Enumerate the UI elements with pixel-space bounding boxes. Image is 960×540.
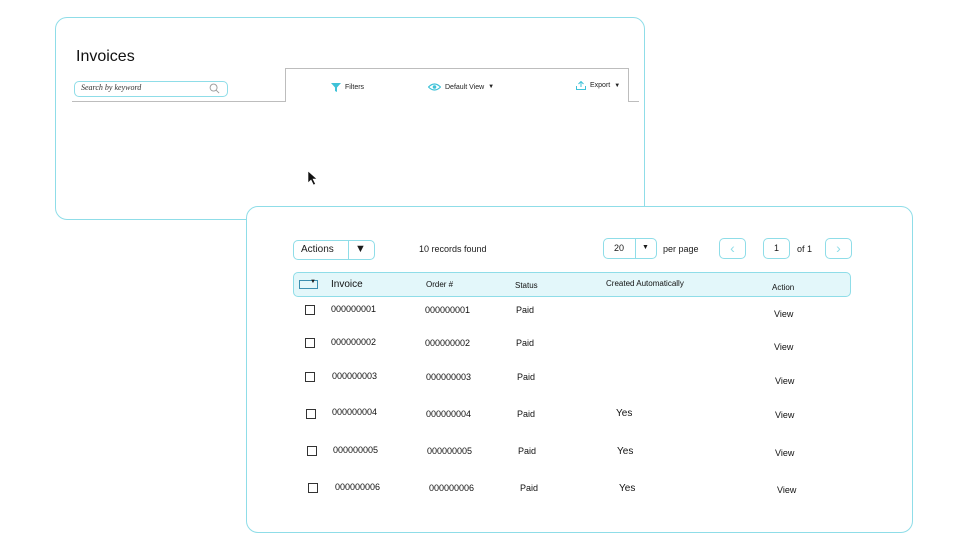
status-value: Paid <box>517 372 536 382</box>
status-value: Paid <box>518 446 537 456</box>
toolbar-divider <box>72 101 285 102</box>
chevron-down-icon: ▼ <box>642 244 649 251</box>
row-checkbox[interactable] <box>305 338 315 348</box>
order-number: 000000001 <box>425 305 471 315</box>
order-number: 000000004 <box>426 409 472 419</box>
invoices-toolbar-panel: Invoices Search by keyword Filters Defau… <box>55 17 645 220</box>
view-link[interactable]: View <box>775 410 795 420</box>
prev-page-button[interactable]: ‹ <box>719 238 746 259</box>
order-number: 000000002 <box>425 338 471 348</box>
order-number: 000000005 <box>427 446 473 456</box>
column-header-created-automatically[interactable]: Created Automatically <box>606 279 684 288</box>
dropdown-divider <box>635 239 636 258</box>
export-label: Export <box>590 82 611 89</box>
toolbar-divider <box>285 68 628 69</box>
status-value: Paid <box>517 409 536 419</box>
table-header: ▼ Invoice Order # Status Created Automat… <box>293 272 851 297</box>
per-page-label: per page <box>663 244 699 254</box>
column-header-action: Action <box>772 283 795 292</box>
eye-icon <box>428 83 441 91</box>
view-link[interactable]: View <box>774 342 794 352</box>
dropdown-divider <box>348 241 349 259</box>
export-icon <box>576 81 586 90</box>
row-checkbox[interactable] <box>307 446 317 456</box>
status-value: Paid <box>516 305 535 315</box>
column-header-order[interactable]: Order # <box>426 280 454 289</box>
default-view-dropdown[interactable]: Default View ▼ <box>428 83 494 91</box>
chevron-down-icon: ▼ <box>614 82 621 89</box>
select-all-checkbox[interactable]: ▼ <box>299 279 318 289</box>
row-checkbox[interactable] <box>305 305 315 315</box>
row-checkbox[interactable] <box>305 372 315 382</box>
created-automatically-value: Yes <box>619 483 636 494</box>
column-header-invoice[interactable]: Invoice <box>331 279 363 290</box>
invoice-id: 000000004 <box>332 407 378 417</box>
invoices-grid-panel: Actions ▼ 10 records found 20 ▼ per page… <box>246 206 913 533</box>
view-link[interactable]: View <box>774 309 794 319</box>
created-automatically-value: Yes <box>616 408 633 419</box>
status-value: Paid <box>520 483 539 493</box>
search-icon[interactable] <box>209 83 220 94</box>
filter-icon <box>331 83 341 92</box>
view-link[interactable]: View <box>775 448 795 458</box>
filters-button[interactable]: Filters <box>331 83 364 92</box>
records-count: 10 records found <box>419 244 487 254</box>
row-checkbox[interactable] <box>308 483 318 493</box>
invoice-id: 000000005 <box>333 445 379 455</box>
chevron-down-icon: ▼ <box>310 279 316 285</box>
default-view-label: Default View <box>445 83 485 91</box>
actions-dropdown[interactable]: Actions ▼ <box>293 240 375 260</box>
per-page-value: 20 <box>614 243 625 253</box>
order-number: 000000006 <box>429 483 475 493</box>
order-number: 000000003 <box>426 372 472 382</box>
toolbar-divider <box>628 68 629 102</box>
search-input[interactable]: Search by keyword <box>74 81 228 97</box>
search-placeholder: Search by keyword <box>81 83 142 92</box>
invoice-id: 000000006 <box>335 482 381 492</box>
page-number-input[interactable]: 1 <box>763 238 790 259</box>
invoice-id: 000000001 <box>331 304 377 314</box>
actions-label: Actions <box>301 244 334 255</box>
column-header-status[interactable]: Status <box>515 281 538 290</box>
per-page-select[interactable]: 20 ▼ <box>603 238 657 259</box>
chevron-down-icon: ▼ <box>355 243 366 255</box>
chevron-down-icon: ▼ <box>488 84 495 90</box>
view-link[interactable]: View <box>777 485 797 495</box>
row-checkbox[interactable] <box>306 409 316 419</box>
page-total: of 1 <box>797 244 813 254</box>
page-title: Invoices <box>76 48 135 65</box>
view-link[interactable]: View <box>775 376 795 386</box>
invoice-id: 000000002 <box>331 337 377 347</box>
cursor-icon <box>307 170 318 186</box>
next-page-button[interactable]: › <box>825 238 852 259</box>
created-automatically-value: Yes <box>617 446 634 457</box>
invoice-id: 000000003 <box>332 371 378 381</box>
status-value: Paid <box>516 338 535 348</box>
export-dropdown[interactable]: Export ▼ <box>576 81 620 90</box>
toolbar-divider <box>628 101 639 102</box>
filters-label: Filters <box>345 84 365 91</box>
toolbar-divider <box>285 68 286 102</box>
